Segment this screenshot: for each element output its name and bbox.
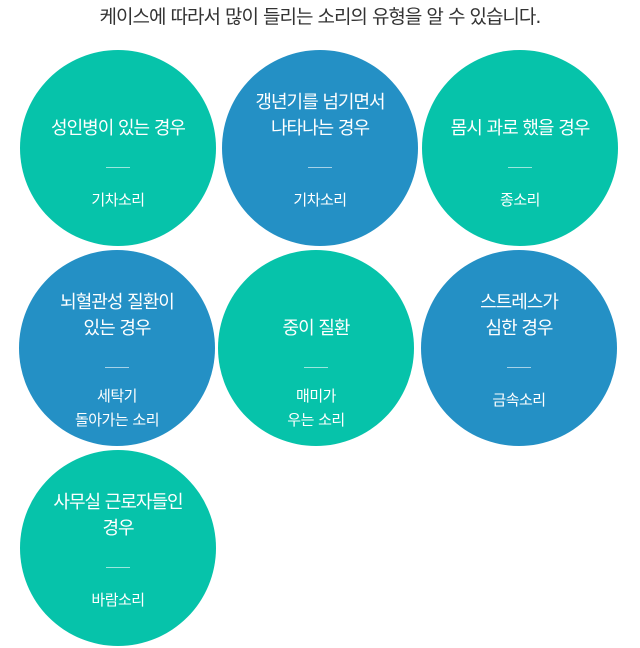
case-title-line: 스트레스가 [480, 292, 559, 313]
case-title-line: 경우 [102, 518, 134, 539]
sound-line: 금속소리 [492, 391, 546, 409]
case-title: 중이 질환 [224, 316, 408, 342]
case-title-line: 갱년기를 넘기면서 [255, 92, 385, 113]
divider [106, 167, 130, 168]
sound-line: 우는 소리 [287, 411, 345, 429]
sound-line: 바람소리 [91, 591, 145, 609]
sound-line: 종소리 [500, 191, 540, 209]
case-title-line: 심한 경우 [485, 318, 554, 339]
sound-type: 기차소리 [26, 188, 210, 212]
case-title-line: 뇌혈관성 질환이 [60, 292, 175, 313]
divider [106, 567, 130, 568]
case-title-line: 몸시 과로 했을 경우 [450, 118, 591, 139]
case-title: 성인병이 있는 경우 [26, 116, 210, 142]
case-title-line: 나타나는 경우 [270, 118, 370, 139]
case-title: 몸시 과로 했을 경우 [428, 116, 612, 142]
divider [507, 367, 531, 368]
case-title-line: 있는 경우 [83, 318, 152, 339]
sound-type: 바람소리 [26, 588, 210, 612]
divider [304, 367, 328, 368]
sound-line: 기차소리 [293, 191, 347, 209]
sound-type: 기차소리 [228, 188, 412, 212]
sound-type: 종소리 [428, 188, 612, 212]
sound-type: 금속소리 [427, 388, 611, 412]
sound-line: 매미가 [296, 387, 336, 405]
sound-line: 세탁기 [97, 387, 137, 405]
divider [308, 167, 332, 168]
page-heading: 케이스에 따라서 많이 들리는 소리의 유형을 알 수 있습니다. [99, 6, 542, 28]
sound-line: 기차소리 [91, 191, 145, 209]
case-title-line: 중이 질환 [282, 318, 351, 339]
divider [508, 167, 532, 168]
case-title-line: 사무실 근로자들인 [53, 492, 183, 513]
sound-line: 돌아가는 소리 [74, 411, 160, 429]
case-title-line: 성인병이 있는 경우 [51, 118, 186, 139]
divider [105, 367, 129, 368]
